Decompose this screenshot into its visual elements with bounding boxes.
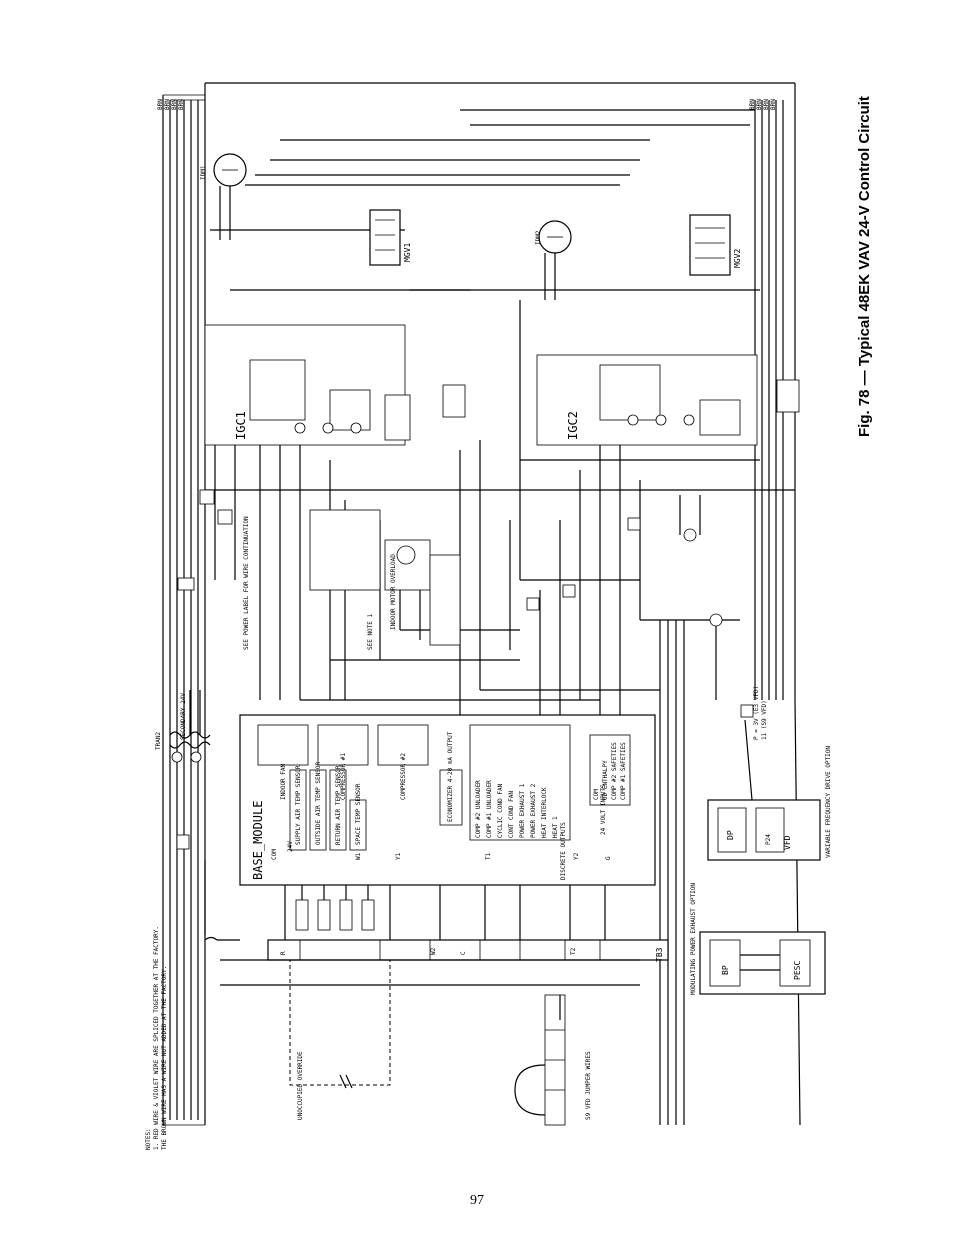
cb4-breaker <box>204 860 240 941</box>
terminal-t2: T2 <box>570 947 577 955</box>
terminal-y2: Y2 <box>573 852 580 860</box>
output-compressor-2: COMPRESSOR #2 <box>400 753 407 800</box>
wire-tag-right-3: BRN <box>770 99 777 110</box>
left-harness <box>162 94 205 1126</box>
terminal-c: C <box>460 951 467 955</box>
discrete-output-4: POWER EXHAUST 1 <box>519 783 526 838</box>
terminal-24v: 24V <box>287 841 294 852</box>
igc2-label: IGC2 <box>566 411 580 440</box>
sensor-probes <box>295 885 375 931</box>
mgv2-valve <box>689 214 731 276</box>
trans2-label: TRAN2 <box>155 732 162 750</box>
wire-tag-right-0: BRN <box>749 99 756 110</box>
page-number: 97 <box>470 1193 484 1208</box>
terminal-t1: T1 <box>485 852 492 860</box>
discrete-output-5: POWER EXHAUST 2 <box>530 783 537 838</box>
input-24v-2: COMP #2 SAFETIES <box>611 742 618 800</box>
motor-option-panel <box>309 509 461 646</box>
notes-line-2: THE BROWN WIRE HAS A WIRE NUT ADDED AT T… <box>161 966 168 1150</box>
hr-relays <box>679 495 723 700</box>
terminal-com: COM <box>271 849 278 860</box>
idm1-label: IDM1 <box>200 165 207 180</box>
mgv1-label: MGV1 <box>403 243 412 262</box>
secondary-label: SECONDARY 24V <box>180 693 187 740</box>
sensor-supply-air: SUPPLY AIR TEMP SENSOR <box>295 765 302 845</box>
p24-label: P24 <box>765 834 772 845</box>
idm2-label: IDM2 <box>535 230 542 245</box>
vfd-note-line-1: P = 3V (E3 VFD) <box>753 686 760 740</box>
bp-label: BP <box>721 965 730 975</box>
discrete-output-0: COMP #2 UNLOADER <box>475 780 482 838</box>
dp-label: DP <box>726 830 735 840</box>
figure-caption: Fig. 78 — Typical 48EK VAV 24-V Control … <box>856 96 873 437</box>
power-exhaust-option-label: MODULATING POWER EXHAUST OPTION <box>690 883 697 995</box>
idm1-motor <box>213 153 247 240</box>
mgv1-valve <box>369 209 401 266</box>
sensor-outside-air: OUTSIDE AIR TEMP SENSOR <box>315 762 322 845</box>
wire-tag-left-2: BRN <box>171 99 178 110</box>
vfd-option-box <box>707 719 821 861</box>
notes-heading: NOTES: <box>145 1128 152 1150</box>
mgv2-label: MGV2 <box>733 249 742 268</box>
tb2-blocks <box>177 489 754 718</box>
power-label-note: SEE POWER LABEL FOR WIRE CONTINUATION <box>243 516 250 650</box>
discrete-outputs-title: DISCRETE OUTPUTS <box>560 822 567 880</box>
vfd-label: VFD <box>783 835 792 850</box>
power-exhaust-box <box>699 931 826 995</box>
tran2-transformer <box>169 690 211 850</box>
output-indoor-fan: INDOOR FAN <box>280 763 287 800</box>
notes-line-1: 1. RED WIRE & VIOLET WIRE ARE SPLICED TO… <box>153 926 160 1150</box>
wire-tag-right-2: BRN <box>763 99 770 110</box>
sensor-space-temp: SPACE TEMP SENSOR <box>355 783 362 845</box>
terminal-r: R <box>280 951 287 955</box>
input-24v-3: COMP #1 SAFETIES <box>620 742 627 800</box>
base-module <box>239 714 656 886</box>
tb3-strip <box>220 885 669 986</box>
input-24v-0: COM <box>593 789 600 800</box>
igc1-label: IGC1 <box>234 411 248 440</box>
discrete-output-1: COMP #1 UNLOADER <box>486 780 493 838</box>
discrete-output-7: HEAT 1 <box>552 816 559 838</box>
unoccupied-override-label: UNOCCUPIED OVERRIDE <box>297 1051 304 1120</box>
terminal-g: G <box>605 856 612 860</box>
labels: NOTES: 1. RED WIRE & VIOLET WIRE ARE SPL… <box>145 99 832 1150</box>
base-module-label: BASE_MODULE <box>251 801 265 880</box>
igc2-board <box>536 354 800 446</box>
vfd-option-label: VARIABLE FREQUENCY DRIVE OPTION <box>825 746 832 858</box>
discrete-output-2: CYCLIC COND FAN <box>497 783 504 838</box>
discrete-output-6: HEAT INTERLOCK <box>541 787 548 838</box>
terminal-w1: W1 <box>355 852 362 860</box>
discrete-output-3: CONT COND FAN <box>508 791 515 838</box>
indoor-motor-label: INDOOR MOTOR OVERLOAD <box>390 554 397 630</box>
terminal-w2: W2 <box>430 947 437 955</box>
top-runs <box>210 109 760 291</box>
s9-jumper <box>514 994 566 1126</box>
wire-tag-left-0: BRN <box>157 99 164 110</box>
wire-tag-left-3: BRN <box>178 99 185 110</box>
output-compressor-1: COMPRESSOR #1 <box>340 753 347 800</box>
terminal-y1: Y1 <box>395 852 402 860</box>
right-harness <box>659 100 784 1125</box>
igc1-board <box>204 324 466 446</box>
economizer-label: ECONOMIZER 4-20 mA OUTPUT <box>447 731 454 822</box>
see-note-1: SEE NOTE 1 <box>367 613 374 650</box>
input-24v-1: OD ENTHALPY <box>602 760 609 800</box>
vfd-note-line-2: 11 (S9 VFD) <box>761 700 768 740</box>
wire-tag-right-1: BRN <box>756 99 763 110</box>
inputs-24v-title: 24 VOLT INPUTS <box>600 784 607 835</box>
s9-jumper-label: S9 VFD JUMPER WIRES <box>585 1051 592 1120</box>
unoccupied-override-loop <box>289 959 391 1089</box>
wire-tag-left-1: BRN <box>164 99 171 110</box>
pesc-label: PESC <box>793 961 802 980</box>
tb3-label: TB3 <box>655 947 664 962</box>
sensor-return-air: RETURN AIR TEMP SENSOR <box>335 765 342 845</box>
idm2-motor <box>538 220 572 300</box>
